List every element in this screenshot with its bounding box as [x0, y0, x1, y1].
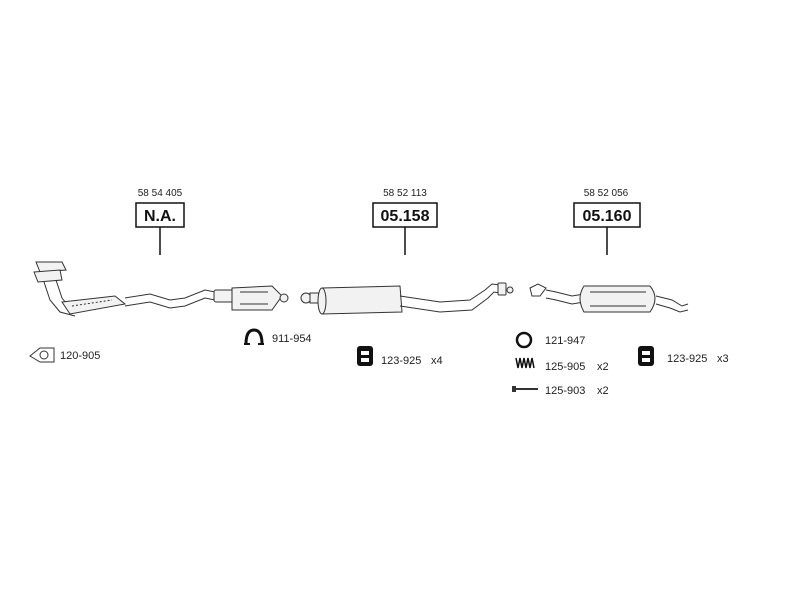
- assembly-middle-silencer[interactable]: 58 52 113 05.158: [300, 188, 514, 315]
- front-pipe-drawing: [33, 261, 289, 317]
- part-spring[interactable]: 125-905 x2: [515, 357, 609, 373]
- oem-number-middle: 58 52 113: [383, 188, 427, 199]
- gasket-code: 120-905: [60, 350, 100, 362]
- bolt-icon: [512, 386, 538, 392]
- clamp-code: 911-954: [272, 333, 312, 345]
- gasket-icon: [29, 347, 55, 363]
- code-label-middle: 05.158: [381, 208, 430, 225]
- code-box-rear: [573, 202, 641, 228]
- oem-number-rear: 58 52 056: [584, 188, 629, 199]
- bolt-qty: x2: [597, 385, 609, 397]
- sealing-ring-icon: [515, 331, 533, 349]
- clamp-icon: [244, 328, 264, 345]
- part-ring[interactable]: 121-947: [515, 331, 585, 349]
- ring-code: 121-947: [545, 335, 585, 347]
- hanger-rear-code: 123-925: [667, 353, 707, 365]
- part-hanger-rear[interactable]: 123-925 x3: [638, 346, 729, 366]
- spring-qty: x2: [597, 361, 609, 373]
- assembly-front-pipe[interactable]: 58 54 405 N.A.: [33, 188, 289, 317]
- part-clamp[interactable]: 911-954: [244, 328, 312, 345]
- code-box-middle: [372, 202, 438, 228]
- code-label-front: N.A.: [144, 208, 176, 225]
- assembly-rear-silencer[interactable]: 58 52 056 05.160: [529, 188, 689, 313]
- rubber-hanger-icon: [357, 346, 373, 366]
- code-label-rear: 05.160: [583, 208, 632, 225]
- hanger-middle-code: 123-925: [381, 355, 421, 367]
- middle-silencer-drawing: [300, 282, 514, 315]
- rear-silencer-drawing: [529, 283, 689, 313]
- part-hanger-middle[interactable]: 123-925 x4: [357, 346, 443, 367]
- bolt-code: 125-903: [545, 385, 585, 397]
- oem-number-front: 58 54 405: [138, 188, 183, 199]
- spring-icon: [515, 357, 535, 369]
- part-bolt[interactable]: 125-903 x2: [512, 385, 609, 397]
- hanger-middle-qty: x4: [431, 355, 443, 367]
- hanger-rear-qty: x3: [717, 353, 729, 365]
- rubber-hanger-icon: [638, 346, 654, 366]
- part-gasket[interactable]: 120-905: [29, 347, 100, 363]
- spring-code: 125-905: [545, 361, 585, 373]
